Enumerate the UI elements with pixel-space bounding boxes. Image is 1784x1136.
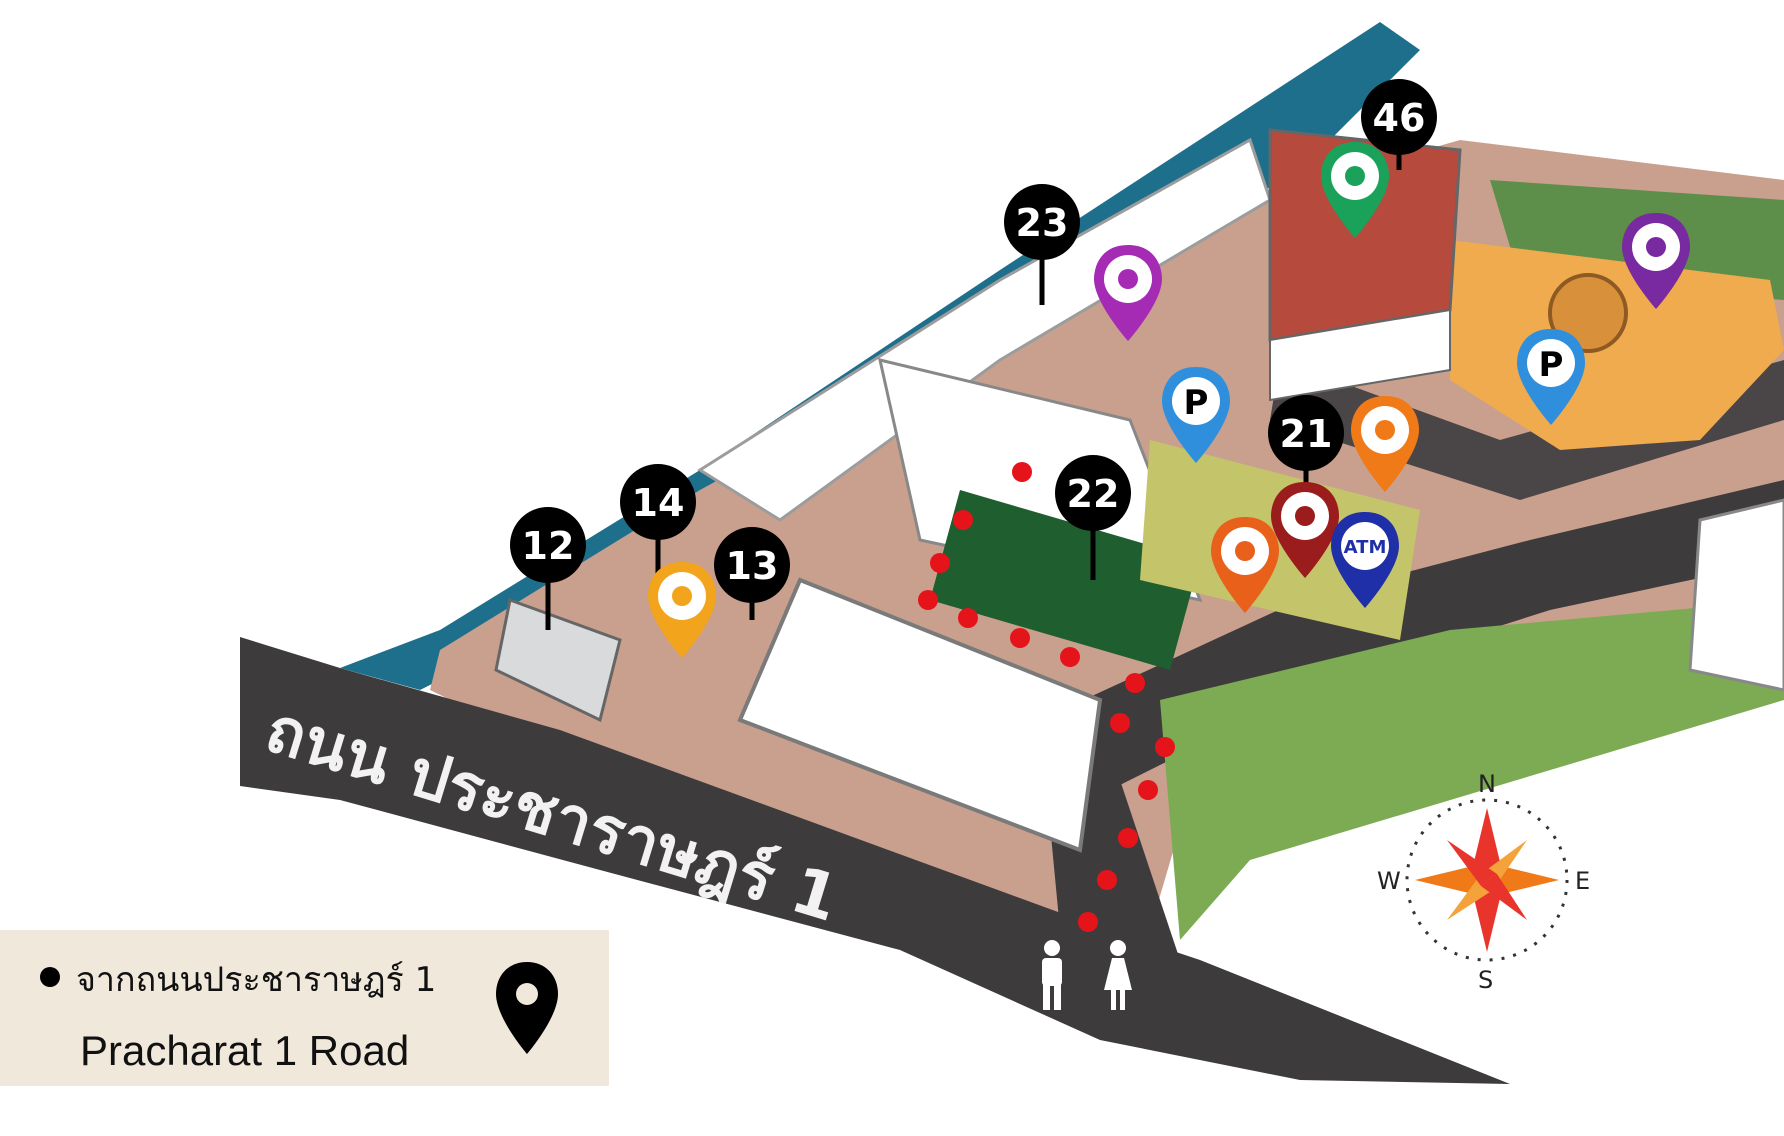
route-dot [918, 590, 938, 610]
route-dot [958, 608, 978, 628]
parking-pin-icon[interactable]: P [1162, 367, 1230, 463]
building-number: 14 [632, 481, 685, 525]
star-landmark-pin-icon[interactable] [1211, 517, 1279, 613]
building-number: 22 [1067, 472, 1120, 516]
route-dot [930, 553, 950, 573]
route-dot [1097, 870, 1117, 890]
route-dot [1155, 737, 1175, 757]
legend-thai-label: จากถนนประชาราษฎร์ 1 [76, 960, 437, 1000]
building-number: 46 [1373, 96, 1426, 140]
building-marker-13[interactable]: 13 [714, 527, 790, 620]
compass-s: S [1478, 966, 1493, 994]
pin-label: P [1539, 345, 1564, 385]
camera-pin-icon[interactable] [1094, 245, 1162, 341]
pin-label: ATM [1344, 537, 1387, 558]
pin-label: P [1184, 383, 1209, 423]
route-dot [1010, 628, 1030, 648]
route-dot [1060, 647, 1080, 667]
legend-box: จากถนนประชาราษฎร์ 1 Pracharat 1 Road [0, 930, 609, 1086]
compass-rose-icon: N S E W [1377, 770, 1590, 994]
route-dot [1012, 462, 1032, 482]
route-dot [1125, 673, 1145, 693]
legend-bullet [40, 967, 60, 987]
restroom-pin-icon[interactable] [1351, 396, 1419, 492]
buddha-statue-pin-icon[interactable] [648, 562, 716, 658]
pedestrian-man-icon [1042, 940, 1062, 1010]
main-building [737, 577, 1103, 853]
legend-english-label: Pracharat 1 Road [80, 1027, 410, 1074]
building-number: 23 [1016, 201, 1069, 245]
building-marker-22[interactable]: 22 [1055, 455, 1131, 580]
atm-pin-icon[interactable]: ATM [1331, 512, 1399, 608]
route-dot [953, 510, 973, 530]
pedestrian-woman-icon [1104, 940, 1132, 1010]
building-46-wall [1269, 308, 1451, 402]
east-lawn [1160, 600, 1784, 940]
building-marker-23[interactable]: 23 [1004, 184, 1080, 305]
building-marker-12[interactable]: 12 [510, 507, 586, 630]
green-court [930, 490, 1200, 670]
route-dot [1110, 713, 1130, 733]
route-dot [1078, 912, 1098, 932]
building-marker-21[interactable]: 21 [1268, 395, 1344, 520]
shrine-pin-icon[interactable] [1271, 482, 1339, 578]
building-number: 12 [522, 524, 575, 568]
compass-n: N [1478, 770, 1496, 798]
building-markers: 12 13 14 21 22 23 46 [510, 79, 1437, 630]
route-dot [1138, 780, 1158, 800]
building-number: 13 [726, 544, 779, 588]
route-dot [1118, 828, 1138, 848]
building-12 [494, 597, 622, 723]
restaurant-pin-icon[interactable] [1321, 142, 1389, 238]
compass-e: E [1575, 867, 1590, 895]
building-number: 21 [1280, 412, 1333, 456]
compass-w: W [1377, 867, 1401, 895]
building-marker-46[interactable]: 46 [1361, 79, 1437, 170]
building-marker-14[interactable]: 14 [620, 464, 696, 590]
camera-pin-icon[interactable] [1622, 213, 1690, 309]
location-pin-icon [496, 962, 558, 1054]
poi-pins: P P ATM [648, 142, 1690, 658]
parking-pin-icon[interactable]: P [1517, 329, 1585, 425]
walking-route [918, 462, 1175, 932]
dharma-wheel [1548, 273, 1628, 353]
east-building [1688, 498, 1784, 692]
pracharat-1-road [240, 637, 1510, 1084]
